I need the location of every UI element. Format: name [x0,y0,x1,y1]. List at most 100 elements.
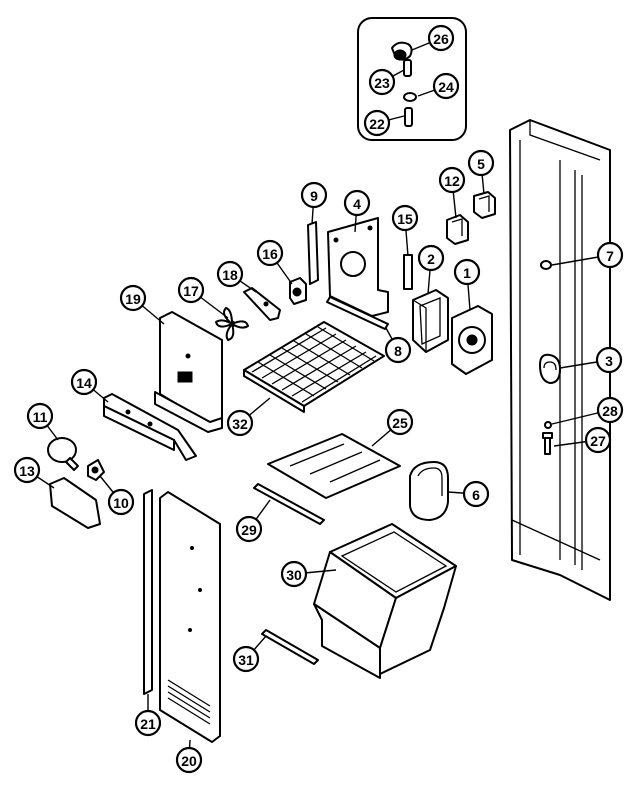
part-13-shape [49,477,101,529]
part-5-shape [473,191,496,219]
callout-5: 5 [467,149,495,195]
callout-25: 25 [371,408,414,447]
callout-circle-15 [391,204,419,232]
part-16-shape [289,277,307,305]
callout-number-22: 22 [369,116,385,132]
callout-circle-9 [300,181,328,209]
callout-circle-7 [596,241,624,269]
callout-number-14: 14 [76,375,92,391]
callout-number-19: 19 [125,291,141,307]
callout-number-10: 10 [113,495,129,511]
callout-19: 19 [119,284,165,325]
part-25-shape [267,433,401,499]
callout-number-15: 15 [397,211,413,227]
callout-29: 29 [235,499,271,543]
callout-circle-11 [26,402,54,430]
callout-10: 10 [99,475,135,516]
callout-circle-5 [467,149,495,177]
callout-12: 12 [438,166,466,219]
part-6-shape [409,461,449,521]
part-2-shape [412,289,449,353]
callout-circle-30 [280,560,308,588]
callout-21: 21 [134,694,162,737]
callout-number-32: 32 [232,416,248,432]
callout-circle-21 [134,709,162,737]
callout-circle-20 [175,746,203,774]
callout-circle-32 [226,409,254,437]
callout-number-29: 29 [241,522,257,538]
callout-16: 16 [256,239,293,285]
callout-circle-25 [386,408,414,436]
callout-circle-10 [107,488,135,516]
callout-number-25: 25 [392,415,408,431]
callout-24: 24 [417,72,460,100]
callout-1: 1 [453,258,481,311]
callout-circle-1 [453,258,481,286]
callout-number-9: 9 [310,188,318,204]
callout-number-6: 6 [472,487,480,503]
callout-circle-12 [438,166,466,194]
callout-number-17: 17 [183,283,199,299]
callout-circle-24 [432,72,460,100]
callout-8: 8 [384,327,412,364]
part-9-shape [307,221,319,285]
callout-circle-28 [596,396,624,424]
callout-number-4: 4 [353,196,361,212]
callout-number-5: 5 [477,156,485,172]
callout-circle-14 [70,368,98,396]
part-1-shape [451,305,493,375]
callout-26: 26 [411,24,455,52]
callout-circle-6 [462,480,490,508]
callout-circle-31 [232,645,260,673]
part-18-shape [243,287,281,321]
part-31-shape [261,629,319,665]
callout-number-12: 12 [444,173,460,189]
part-21-shape [143,489,153,695]
part-32-shape [243,321,385,413]
callout-circle-17 [177,276,205,304]
callout-number-16: 16 [262,246,278,262]
callout-circle-13 [13,456,41,484]
callout-circle-18 [216,260,244,288]
callout-number-20: 20 [181,753,197,769]
callout-number-3: 3 [605,353,613,369]
callout-circle-4 [343,189,371,217]
callout-number-26: 26 [433,31,449,47]
part-15-shape [403,254,413,290]
callout-circle-22 [363,109,391,137]
callout-20: 20 [175,739,203,774]
callout-number-1: 1 [463,265,471,281]
part-17-shape [215,307,249,341]
callout-6: 6 [447,480,490,508]
callout-14: 14 [70,368,109,403]
callout-23: 23 [368,68,405,96]
callout-7: 7 [551,241,624,269]
part-14-shape [103,393,197,461]
part-19-shape [154,311,223,433]
callout-number-11: 11 [33,409,48,425]
callout-30: 30 [280,560,337,588]
callout-28: 28 [551,396,624,425]
callout-circle-26 [427,24,455,52]
part-8-shape [326,296,389,330]
callout-2: 2 [417,244,445,295]
callout-9: 9 [300,181,328,225]
callout-number-7: 7 [606,248,614,264]
callout-31: 31 [232,635,267,673]
callout-3: 3 [559,346,623,374]
part-30-shape [313,523,457,679]
callout-circle-19 [119,284,147,312]
part-11-shape [47,437,79,471]
part-20-shape [159,491,221,743]
callout-number-27: 27 [590,433,606,449]
callout-number-21: 21 [140,716,156,732]
callout-number-13: 13 [19,463,35,479]
callout-4: 4 [343,189,371,233]
callout-circle-2 [417,244,445,272]
callout-number-18: 18 [222,267,238,283]
part-12-shape [446,214,469,245]
callout-number-24: 24 [438,79,454,95]
callout-17: 17 [177,276,229,319]
callout-circle-16 [256,239,284,267]
